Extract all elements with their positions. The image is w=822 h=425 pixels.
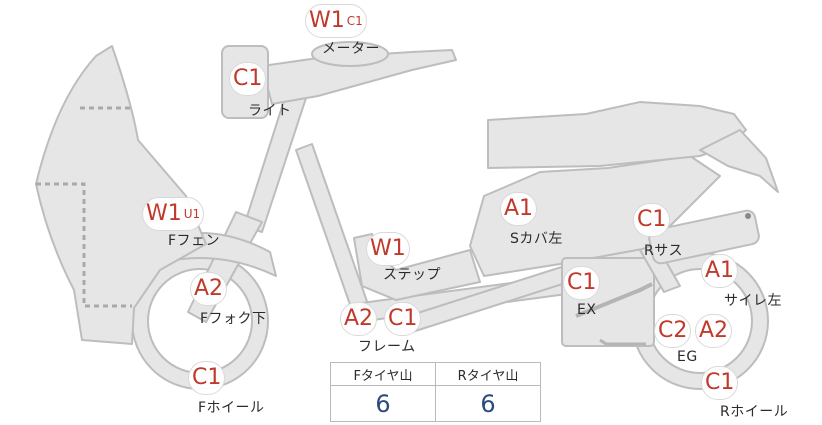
front-wheel-label: Fホイール [198,400,265,416]
front-fork-grade: A2 [194,276,224,301]
front-fender-grade-badge: W1 U1 [142,197,205,231]
engine-grade-1: C2 [658,318,688,343]
front-wheel-grade-badge: C1 [188,361,226,395]
rear-suspension-label: Rサス [644,243,683,259]
meter-subgrade: C1 [346,14,363,28]
tail-section [699,129,779,193]
meter-label: メーター [322,41,380,57]
tire-tread-table: Fタイヤ山 Rタイヤ山 6 6 [330,362,541,422]
front-fork-grade-badge: A2 [190,272,228,306]
side-cover-grade: A1 [504,196,534,221]
engine-grade-2: A2 [699,318,729,343]
meter-grade: W1 [309,8,345,33]
engine-grade-badge-2: A2 [695,314,733,348]
muffler-grade: A1 [705,258,735,283]
meter [311,41,389,67]
frame-grade-1: A2 [344,306,374,331]
muffler-label: サイレ左 [724,293,782,309]
frame-grade-badge-2: C1 [384,302,422,336]
front-fork-label: Fフォク下 [200,311,267,327]
front-tire-tread-header: Fタイヤ山 [330,362,436,386]
muffler-grade-badge: A1 [701,254,739,288]
rear-suspension-grade: C1 [637,207,667,232]
light-grade-badge: C1 [229,62,267,96]
engine-grade-badge-1: C2 [654,314,692,348]
side-cover [469,155,721,277]
rear-tire-tread-value: 6 [435,385,541,422]
side-cover-grade-badge: A1 [500,192,538,226]
meter-grade-badge: W1 C1 [305,4,367,38]
exhaust-grade-badge: C1 [563,266,601,300]
step-grade: W1 [370,236,406,261]
frame-grade-badge-1: A2 [340,302,378,336]
frame-label: フレーム [358,339,416,355]
engine-label: EG [677,349,698,365]
front-wheel-grade: C1 [192,365,222,390]
muffler [648,209,760,265]
rear-suspension-grade-badge: C1 [633,203,671,237]
light-label: ライト [248,103,292,119]
front-fender-label: Fフェン [168,233,221,249]
frame-grade-2: C1 [388,306,418,331]
exhaust-label: EX [577,302,597,318]
rear-wheel-label: Rホイール [720,404,789,420]
rear-tire-tread-header: Rタイヤ山 [435,362,541,386]
tire-tread-header-row: Fタイヤ山 Rタイヤ山 [330,362,541,386]
seat [487,101,747,169]
light-grade: C1 [233,66,263,91]
exhaust-grade: C1 [567,270,597,295]
step-label: ステップ [383,267,441,283]
tire-tread-value-row: 6 6 [330,385,541,422]
leg-shield [35,45,207,345]
frame-down-tube [295,143,371,317]
rear-wheel-grade-badge: C1 [701,366,739,400]
exhaust-pipe [575,282,653,318]
step-grade-badge: W1 [366,232,410,266]
front-fender-subgrade: U1 [183,207,201,221]
rear-wheel-grade: C1 [705,370,735,395]
side-cover-label: Sカバ左 [510,231,563,247]
front-fender-grade: W1 [146,201,182,226]
front-tire-tread-value: 6 [330,385,436,422]
